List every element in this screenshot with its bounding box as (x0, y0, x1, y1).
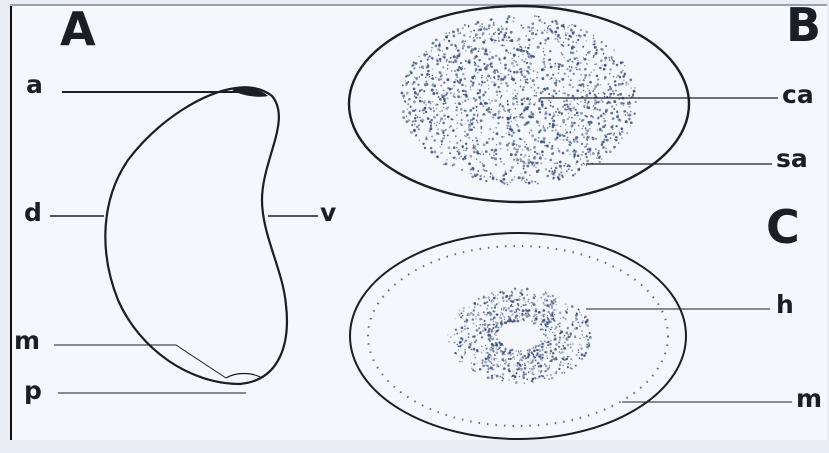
panel-b-outline (349, 6, 689, 202)
label-v: v (320, 200, 336, 225)
panel-label-c: C (766, 204, 800, 250)
label-m-a: m (14, 328, 40, 353)
label-h: h (776, 292, 794, 317)
label-m-c: m (796, 386, 822, 411)
panel-a-base (226, 374, 262, 379)
label-d: d (24, 200, 42, 225)
panel-a-outline (105, 87, 287, 384)
panel-label-a: A (60, 6, 96, 52)
panel-b-stipple (401, 15, 637, 185)
panel-a-leaders (50, 92, 318, 393)
panel-c-dotted-ring (368, 246, 668, 426)
panel-c-rosette (447, 288, 591, 384)
label-ca: ca (782, 82, 814, 107)
panel-c-outline (350, 233, 686, 439)
label-sa: sa (776, 146, 808, 171)
panel-label-b: B (786, 2, 821, 48)
label-p: p (24, 378, 42, 403)
label-a: a (26, 72, 43, 97)
panel-c-leaders (586, 309, 792, 402)
